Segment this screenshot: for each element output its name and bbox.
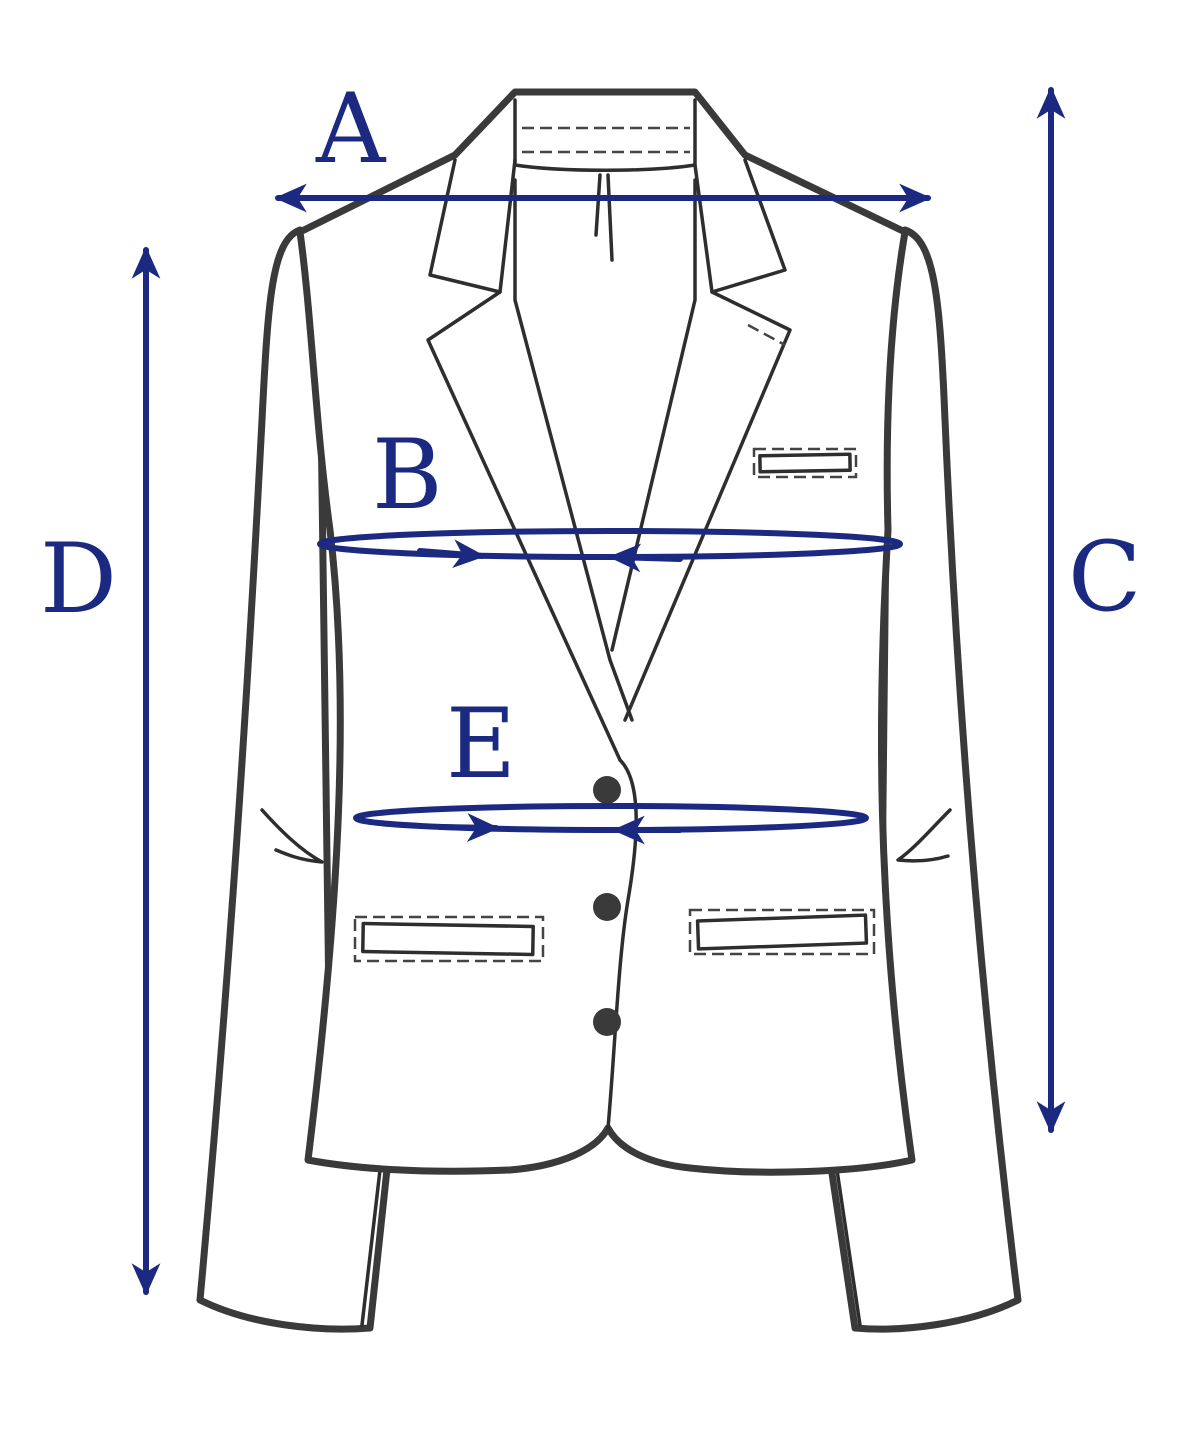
button-bottom — [593, 1008, 621, 1036]
label-d: D — [40, 523, 117, 635]
button-middle — [593, 893, 621, 921]
button-top — [593, 776, 621, 804]
label-e: E — [446, 688, 516, 800]
measurement-labels: A B C D E — [40, 73, 1141, 800]
left-sleeve — [196, 226, 392, 1333]
jacket-body — [296, 88, 916, 1176]
jacket-illustration — [196, 88, 1022, 1333]
right-sleeve — [826, 226, 1022, 1333]
label-b: B — [372, 419, 443, 531]
measurement-lines — [131, 86, 1066, 1296]
label-a: A — [315, 73, 387, 185]
label-c: C — [1068, 521, 1141, 633]
measure-e-loop — [353, 803, 869, 833]
